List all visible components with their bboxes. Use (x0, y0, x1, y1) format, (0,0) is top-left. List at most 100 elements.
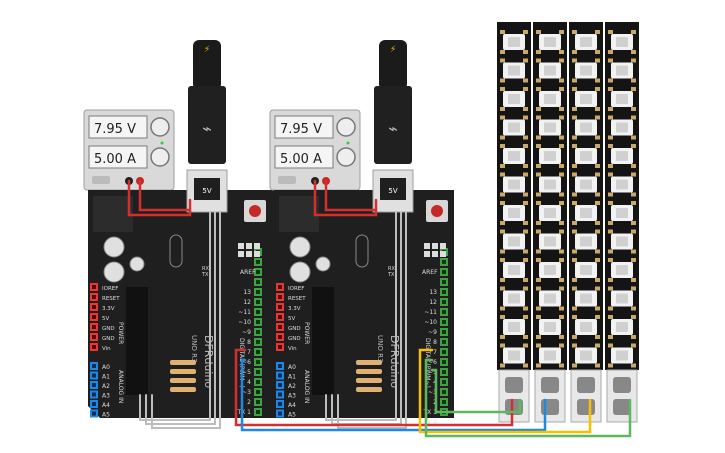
led-pixel[interactable] (572, 229, 600, 254)
voltage-knob[interactable] (150, 117, 170, 137)
led-pixel[interactable] (500, 258, 528, 282)
wire-gray[interactable] (325, 211, 397, 421)
analog-pin-label: A5 (102, 412, 110, 419)
power-pin-label: RESET (288, 296, 306, 302)
wire-gray[interactable] (145, 211, 216, 425)
led-pixel[interactable] (536, 144, 564, 168)
wire-yellow[interactable] (418, 348, 592, 434)
wire-red[interactable] (324, 179, 378, 212)
power-supply-right[interactable]: 7.95 V 5.00 A (269, 109, 361, 191)
led-pixel[interactable] (608, 172, 636, 197)
led-pixel[interactable] (536, 286, 564, 311)
usb-plug-left[interactable]: ⌁ ⚡ (188, 40, 226, 164)
current-knob[interactable] (150, 147, 170, 167)
led-strip[interactable] (605, 22, 639, 423)
led-pixel[interactable] (500, 343, 528, 368)
led-pixel[interactable] (608, 87, 636, 111)
reset-button[interactable] (431, 205, 443, 217)
voltage-regulator-left[interactable]: 5V (186, 169, 228, 213)
voltage-regulator-right[interactable]: 5V (372, 169, 414, 213)
wire-blue[interactable] (240, 358, 547, 432)
led-strip[interactable] (569, 22, 603, 423)
led-pixel[interactable] (608, 144, 636, 168)
strip-connector[interactable] (534, 369, 566, 423)
wire-red[interactable] (127, 179, 192, 217)
led-pixel[interactable] (536, 315, 564, 339)
led-pixel[interactable] (572, 172, 600, 197)
led-pixel[interactable] (500, 172, 528, 197)
current-knob[interactable] (336, 147, 356, 167)
strip-connector[interactable] (498, 369, 530, 423)
led-pixel[interactable] (572, 115, 600, 140)
reset-button[interactable] (249, 205, 261, 217)
led-pixel[interactable] (500, 87, 528, 111)
led-pixel[interactable] (500, 30, 528, 54)
led-pixel[interactable] (572, 343, 600, 368)
led-pixel[interactable] (572, 315, 600, 339)
led-pixel[interactable] (536, 58, 564, 83)
analog-header[interactable] (90, 362, 98, 418)
wire-red[interactable] (138, 179, 192, 212)
wire-gray[interactable] (139, 211, 211, 421)
power-pin-label: Vin (288, 346, 297, 352)
wire-red[interactable] (234, 348, 514, 427)
led-pixel[interactable] (500, 58, 528, 83)
wire-red[interactable] (313, 179, 378, 217)
power-header[interactable] (276, 283, 284, 351)
led-strip[interactable] (533, 22, 567, 423)
icsp-header[interactable] (238, 243, 260, 257)
led-pixel[interactable] (608, 258, 636, 282)
wire-green[interactable] (424, 358, 632, 438)
led-pixel[interactable] (500, 115, 528, 140)
led-pixel[interactable] (536, 172, 564, 197)
wire-green[interactable] (430, 368, 522, 414)
led-pixel[interactable] (500, 229, 528, 254)
led-pixel[interactable] (536, 87, 564, 111)
led-pixel[interactable] (536, 201, 564, 225)
led-pixel[interactable] (536, 258, 564, 282)
led-pixel[interactable] (608, 115, 636, 140)
digital-pin-label: 13 (429, 289, 437, 296)
power-pin-label: GND (102, 336, 115, 342)
wire-gray[interactable] (151, 211, 221, 429)
analog-header[interactable] (276, 362, 284, 418)
led-pixel[interactable] (608, 229, 636, 254)
led-pixel[interactable] (608, 58, 636, 83)
power-header[interactable] (90, 283, 98, 351)
led-pixel[interactable] (536, 30, 564, 54)
led-pixel[interactable] (608, 30, 636, 54)
led-pixel[interactable] (500, 144, 528, 168)
led-pixel[interactable] (536, 343, 564, 368)
wires[interactable] (127, 179, 632, 438)
led-pixel[interactable] (500, 286, 528, 311)
led-pixel[interactable] (500, 201, 528, 225)
led-pixel[interactable] (572, 286, 600, 311)
arduino-board-right[interactable]: 7.95 V 5.00 A 5V ⌁ ⚡ (269, 40, 454, 426)
strip-connector[interactable] (606, 369, 638, 423)
led-pixel[interactable] (572, 144, 600, 168)
led-strips[interactable] (497, 22, 639, 423)
strip-connector[interactable] (570, 369, 602, 423)
led-pixel[interactable] (608, 343, 636, 368)
analog-pin-label: A1 (102, 374, 110, 381)
led-pixel[interactable] (572, 201, 600, 225)
wire-gray[interactable] (337, 211, 407, 429)
led-pixel[interactable] (572, 258, 600, 282)
led-pixel[interactable] (536, 229, 564, 254)
led-pixel[interactable] (608, 286, 636, 311)
led-pixel[interactable] (536, 115, 564, 140)
power-supply-left[interactable]: 7.95 V 5.00 A (83, 109, 175, 191)
led-pixel[interactable] (572, 58, 600, 83)
usb-plug-right[interactable]: ⌁ ⚡ (374, 40, 412, 164)
icsp-header[interactable] (424, 243, 446, 257)
led-pixel[interactable] (572, 30, 600, 54)
board-brand: DFRduino (388, 335, 401, 388)
voltage-knob[interactable] (336, 117, 356, 137)
led-pixel[interactable] (572, 87, 600, 111)
led-strip[interactable] (497, 22, 531, 423)
digital-header[interactable] (440, 248, 448, 416)
led-pixel[interactable] (608, 315, 636, 339)
led-pixel[interactable] (608, 201, 636, 225)
led-pixel[interactable] (500, 315, 528, 339)
